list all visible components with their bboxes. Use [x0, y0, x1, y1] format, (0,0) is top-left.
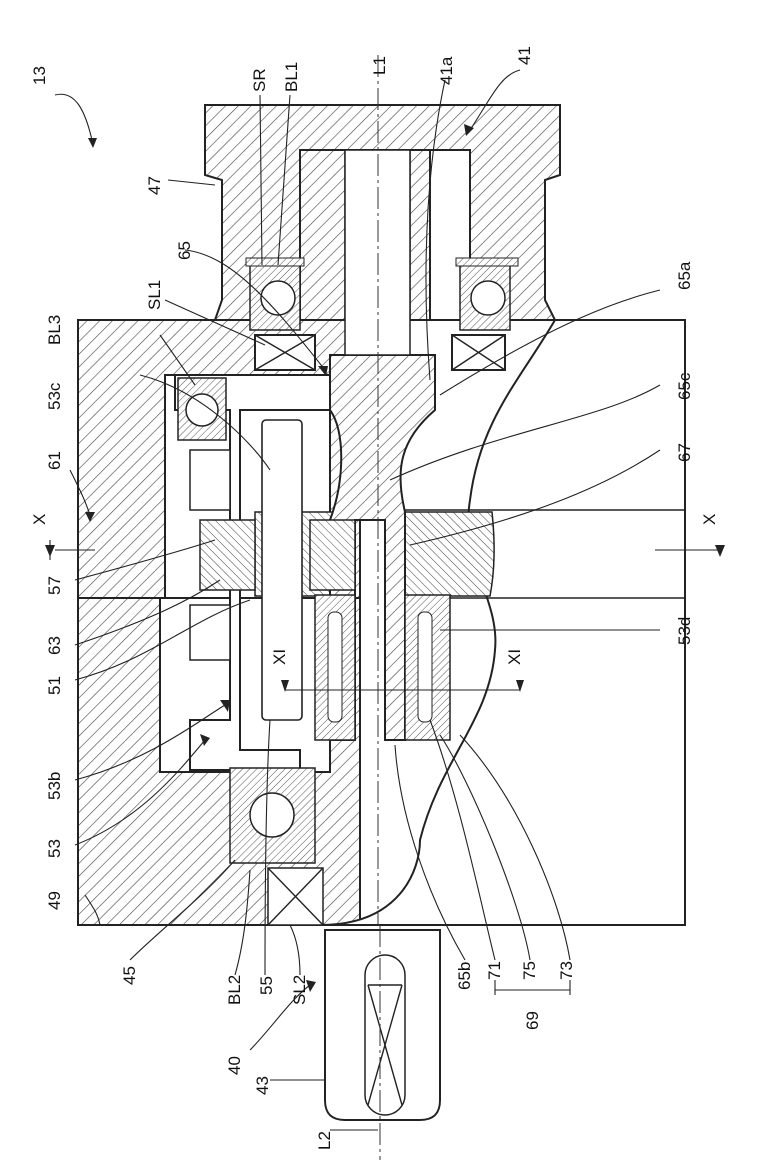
label-BL3: BL3	[45, 315, 64, 345]
label-XI-left: XI	[270, 649, 289, 665]
bearing-bl3	[178, 378, 226, 440]
label-65c: 65c	[675, 372, 694, 400]
label-L1: L1	[370, 56, 389, 75]
label-61: 61	[45, 451, 64, 470]
label-X-right: X	[700, 514, 719, 525]
label-53b: 53b	[45, 772, 64, 800]
bearing-bl1-right	[456, 258, 518, 330]
label-67: 67	[675, 443, 694, 462]
label-BL2: BL2	[225, 975, 244, 1005]
label-BL1: BL1	[282, 62, 301, 92]
bearing-bl2	[230, 768, 315, 863]
label-53c: 53c	[45, 382, 64, 410]
label-71: 71	[485, 961, 504, 980]
label-57: 57	[45, 576, 64, 595]
label-49: 49	[45, 891, 64, 910]
label-X-left: X	[30, 514, 49, 525]
label-45: 45	[120, 966, 139, 985]
label-SL1: SL1	[145, 280, 164, 310]
label-75: 75	[520, 961, 539, 980]
label-XI-right: XI	[505, 649, 524, 665]
label-53d: 53d	[675, 617, 694, 645]
label-13: 13	[30, 66, 49, 85]
label-69: 69	[523, 1011, 542, 1030]
label-65a: 65a	[675, 261, 694, 290]
label-SL2: SL2	[290, 975, 309, 1005]
label-43: 43	[253, 1076, 272, 1095]
label-41: 41	[515, 46, 534, 65]
bearing-69	[315, 595, 450, 740]
label-51: 51	[45, 676, 64, 695]
label-55: 55	[257, 976, 276, 995]
label-65b: 65b	[455, 962, 474, 990]
label-65: 65	[175, 241, 194, 260]
pin-55	[262, 420, 302, 720]
label-73: 73	[557, 961, 576, 980]
label-40: 40	[225, 1056, 244, 1075]
bearing-bl1-left	[246, 258, 304, 330]
label-L2: L2	[315, 1131, 334, 1150]
label-53: 53	[45, 839, 64, 858]
label-47: 47	[145, 176, 164, 195]
label-41a: 41a	[437, 56, 456, 85]
seal-sl2	[268, 868, 323, 925]
label-SR: SR	[250, 68, 269, 92]
input-shaft-43	[325, 930, 440, 1120]
label-63: 63	[45, 636, 64, 655]
